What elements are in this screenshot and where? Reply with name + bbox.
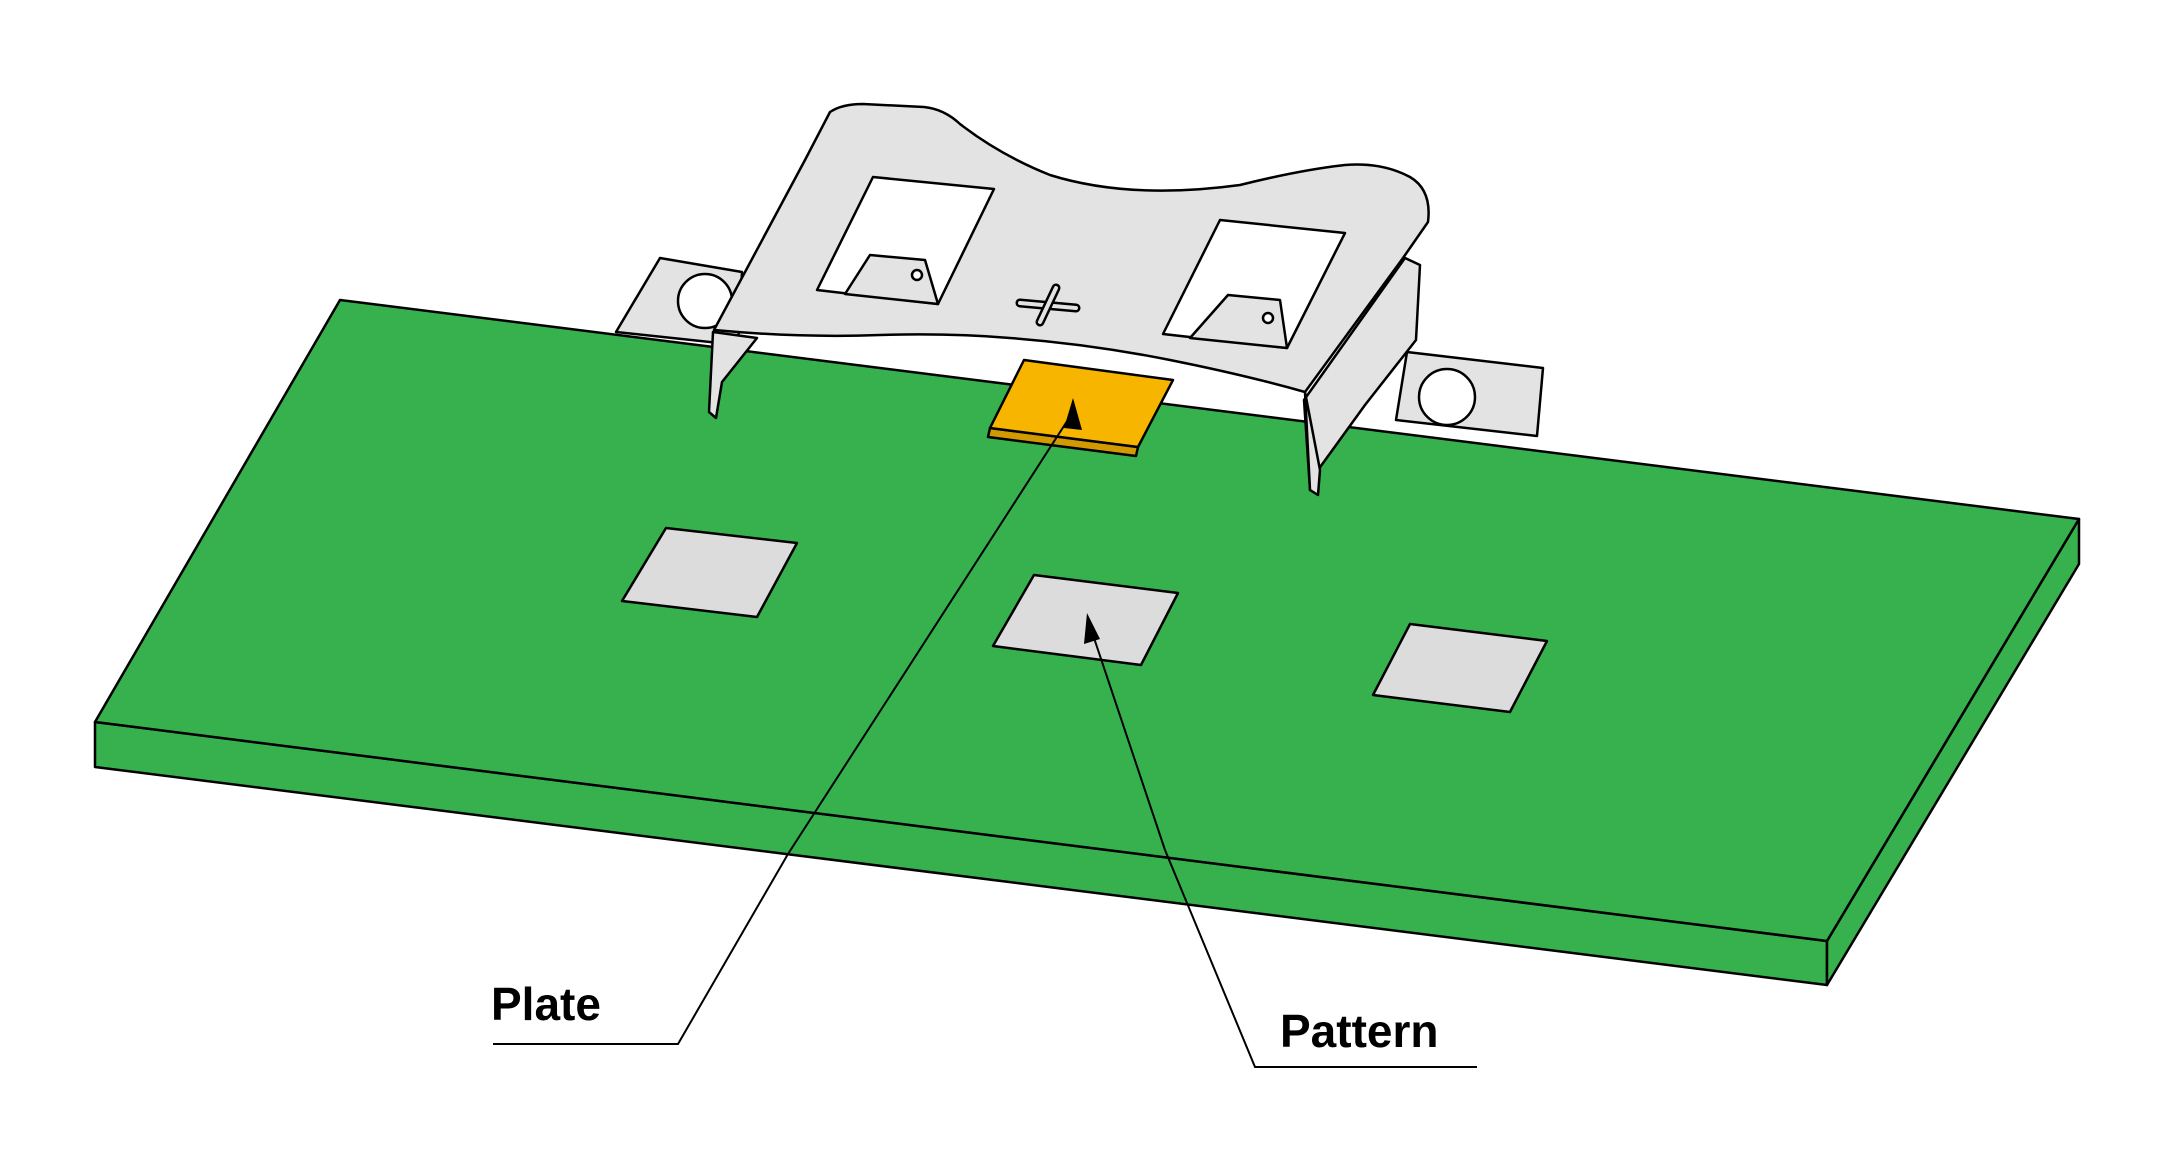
mounting-hole-right (1417, 367, 1477, 427)
pattern-pad-left (620, 526, 799, 619)
plate-top (988, 358, 1175, 449)
holder-front-tab (1394, 350, 1545, 438)
pattern-pad-right (1371, 622, 1549, 714)
polarity-plus-mark (1015, 283, 1081, 327)
pattern-pad-center (991, 573, 1180, 667)
battery-holder (707, 102, 1430, 497)
plate (986, 358, 1175, 458)
pattern-leader-line (1090, 628, 1477, 1068)
plate-arrowhead (1064, 398, 1082, 430)
pattern-label: Pattern (1280, 1005, 1438, 1057)
plate-label: Plate (491, 978, 601, 1030)
plate-leader-line (493, 411, 1074, 1045)
pattern-arrowhead (1084, 613, 1100, 644)
pattern-pads (620, 526, 1549, 714)
leader-lines (493, 411, 1477, 1068)
holder-contact-right-dot (1261, 311, 1275, 325)
holder-contact-left (843, 253, 940, 306)
holder-contact-left-dot (910, 268, 924, 282)
holder-leg-right (1303, 390, 1322, 497)
leader-arrowheads (1064, 398, 1100, 644)
holder-leg-left (707, 330, 759, 420)
holder-contact-right (1188, 293, 1289, 350)
